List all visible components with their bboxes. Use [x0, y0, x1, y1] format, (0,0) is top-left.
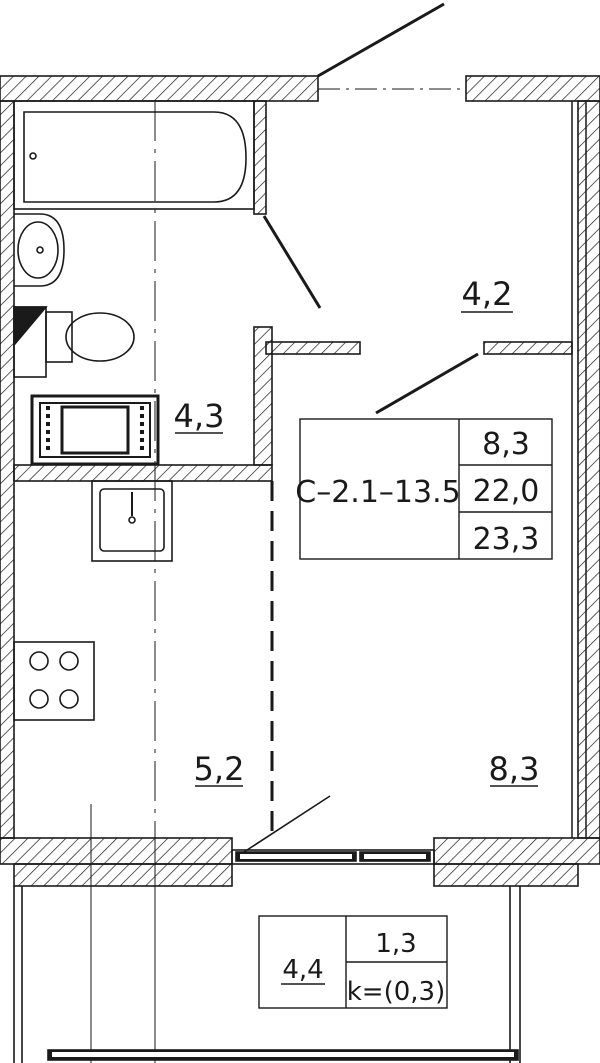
- balcony-slab-left: [13, 863, 233, 887]
- bath-wall-upper: [253, 100, 267, 215]
- balcony-coefficient: k=(0,3): [347, 977, 445, 1007]
- bath-wall-bottom: [13, 464, 273, 482]
- balcony: [13, 886, 521, 1063]
- balcony-door-leaf: [243, 795, 331, 853]
- balcony-door-frame: [231, 849, 435, 865]
- toilet: [13, 306, 135, 378]
- hallway-area-label: 4,2: [462, 275, 513, 313]
- living-area-value: 8,3: [482, 427, 530, 462]
- top-wall-right: [465, 75, 600, 102]
- apartment-code: С–2.1–13.5: [295, 475, 460, 510]
- total-area-value: 22,0: [473, 474, 540, 509]
- doors: [243, 2, 479, 853]
- kitchen-area-label: 5,2: [194, 750, 245, 788]
- balcony-slab-right: [433, 863, 579, 887]
- balcony-info-table: [258, 915, 448, 1009]
- entry-door-leaf: [317, 2, 445, 78]
- bottom-wall-left: [0, 837, 233, 865]
- kitchen-sink: [91, 480, 173, 562]
- right-wall: [577, 100, 600, 839]
- apartment-info-table: [299, 418, 553, 560]
- exterior-walls: [0, 75, 600, 887]
- bathroom-door-leaf: [262, 215, 322, 309]
- partition-right-stub: [483, 341, 573, 355]
- left-wall: [0, 100, 15, 839]
- total-with-balcony-value: 23,3: [473, 522, 540, 557]
- partition-left-stub: [265, 341, 361, 355]
- bottom-wall-right: [433, 837, 600, 865]
- bathtub: [13, 100, 255, 210]
- room-door-leaf: [375, 352, 479, 415]
- living-room-area-label: 8,3: [489, 750, 540, 788]
- top-wall-left: [0, 75, 319, 102]
- stove: [13, 641, 95, 721]
- bathroom-area-label: 4,3: [174, 397, 225, 435]
- washing-machine: [30, 394, 160, 466]
- balcony-reduced-area: 1,3: [375, 929, 416, 959]
- washbasin: [14, 213, 65, 287]
- balcony-area-label: 4,4: [282, 955, 323, 985]
